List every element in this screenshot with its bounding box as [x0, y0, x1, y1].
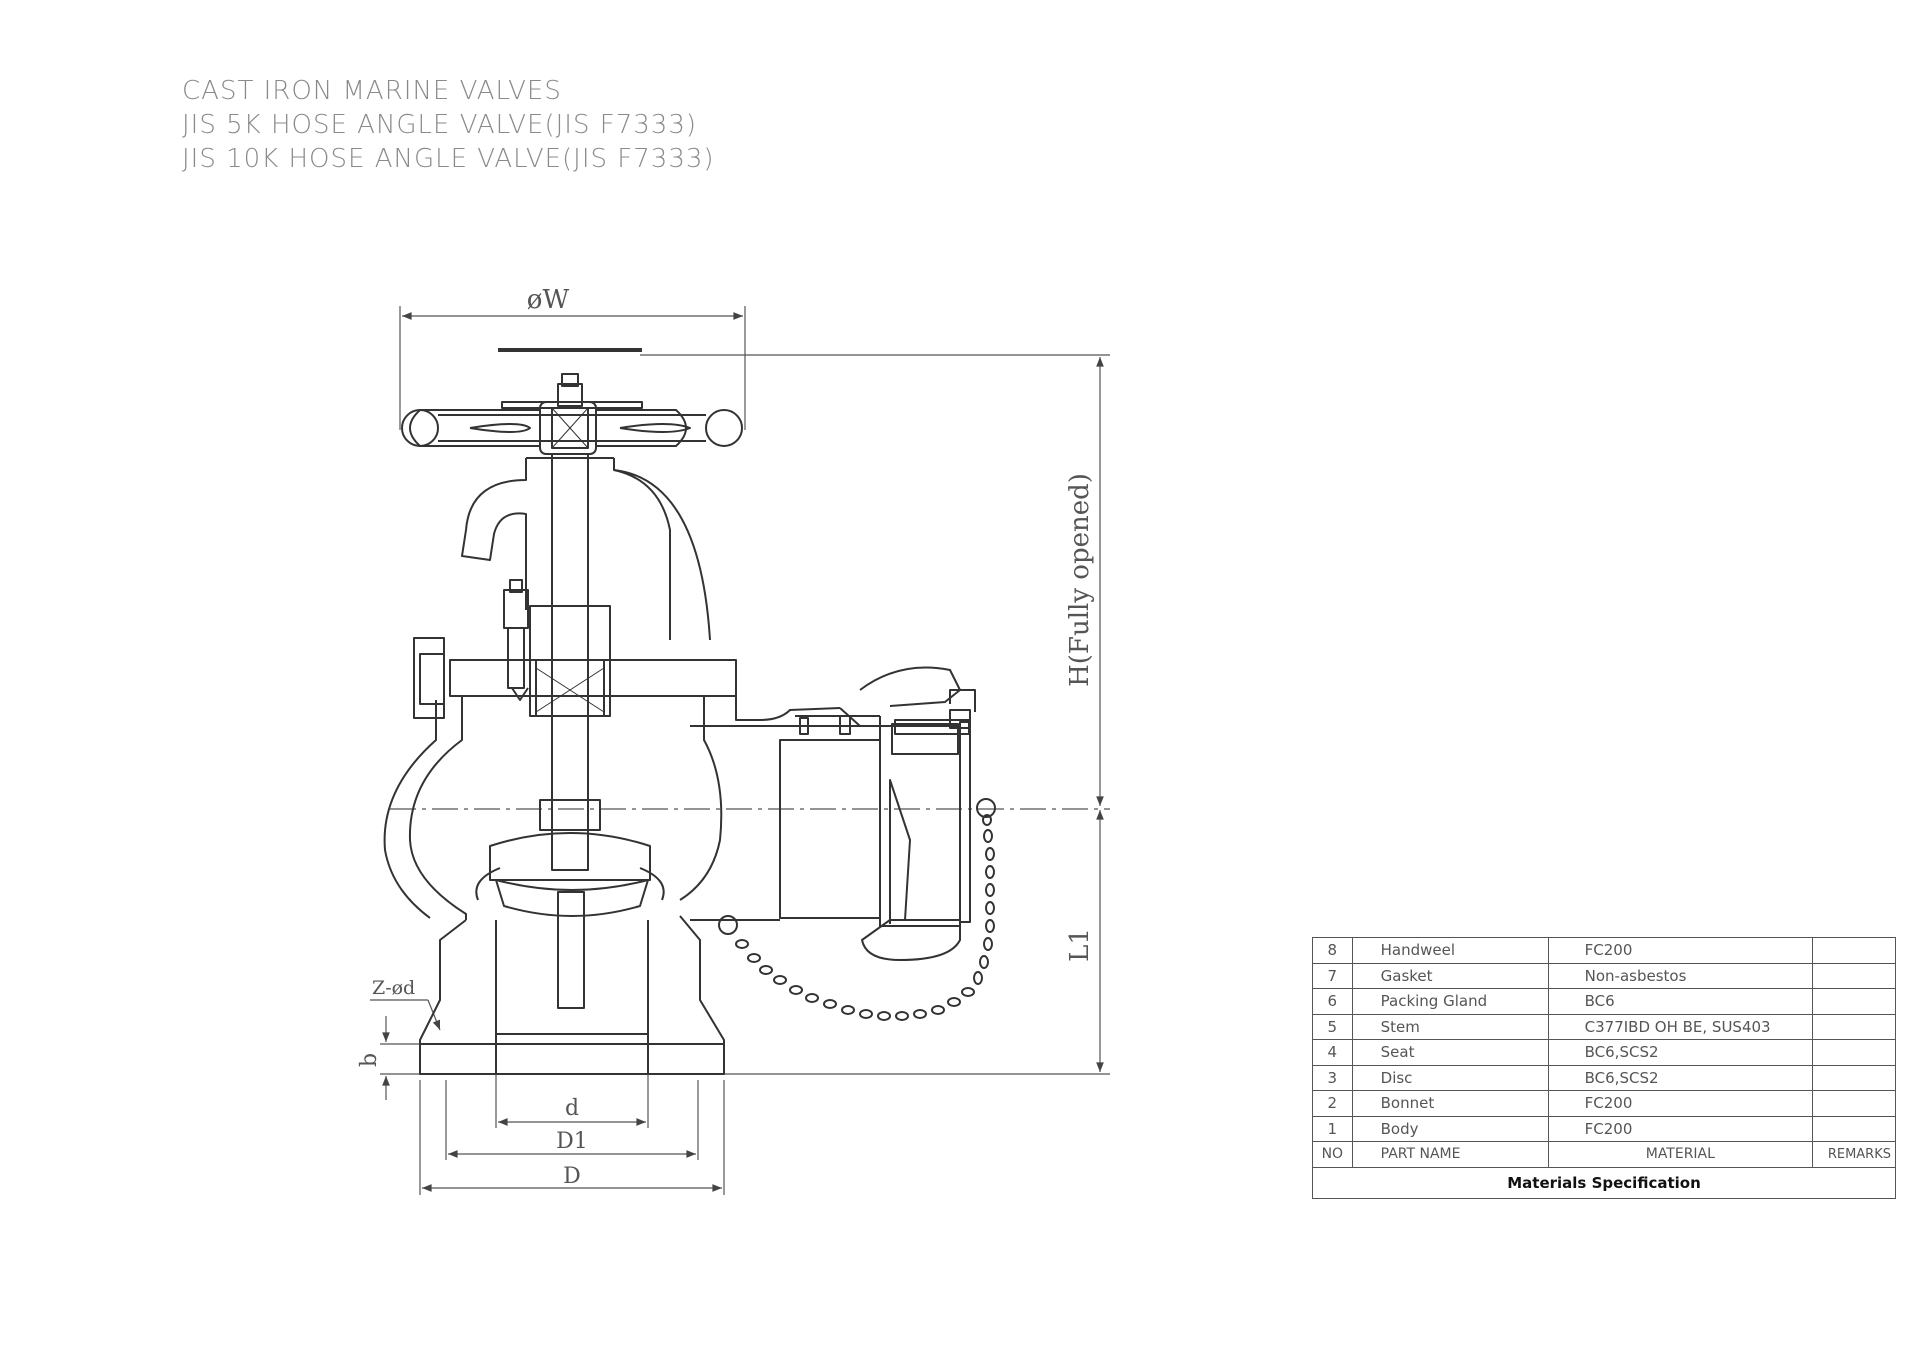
row-remarks: [1812, 937, 1896, 964]
row-part: Packing Gland: [1351, 988, 1549, 1015]
row-material: BC6: [1547, 988, 1814, 1015]
row-no: 2: [1312, 1090, 1353, 1117]
title-line-1: CAST IRON MARINE VALVES: [182, 76, 562, 106]
row-remarks: [1812, 962, 1896, 989]
dimension-labels: øW H(Fully opened) L1 Z-ød b d D1 D: [357, 285, 1095, 1189]
row-material: FC200: [1547, 937, 1814, 964]
header-part: PART NAME: [1351, 1141, 1549, 1168]
row-no: 1: [1312, 1115, 1353, 1142]
row-remarks: [1812, 1115, 1896, 1142]
row-part: Body: [1351, 1115, 1549, 1142]
row-material: FC200: [1547, 1115, 1814, 1142]
row-part: Gasket: [1351, 962, 1549, 989]
dim-l1-label: L1: [1065, 928, 1095, 962]
row-no: 6: [1312, 988, 1353, 1015]
title-line-2: JIS 5K HOSE ANGLE VALVE(JIS F7333): [182, 110, 697, 140]
row-material: Non-asbestos: [1547, 962, 1814, 989]
row-remarks: [1812, 988, 1896, 1015]
table-row: 8 Handweel FC200: [1312, 937, 1896, 964]
table-row: 5 Stem C377IBD OH BE, SUS403: [1312, 1013, 1896, 1040]
dim-b-label: b: [357, 1053, 382, 1067]
row-material: BC6,SCS2: [1547, 1039, 1814, 1066]
header-no: NO: [1312, 1141, 1353, 1168]
header-remarks: REMARKS: [1812, 1141, 1896, 1168]
row-material: BC6,SCS2: [1547, 1064, 1814, 1091]
row-no: 4: [1312, 1039, 1353, 1066]
table-header-row: NO PART NAME MATERIAL REMARKS: [1312, 1141, 1896, 1168]
row-no: 3: [1312, 1064, 1353, 1091]
row-material: FC200: [1547, 1090, 1814, 1117]
dim-h-label: H(Fully opened): [1065, 473, 1095, 687]
row-part: Handweel: [1351, 937, 1549, 964]
title-block: CAST IRON MARINE VALVES JIS 5K HOSE ANGL…: [182, 74, 715, 176]
row-part: Stem: [1351, 1013, 1549, 1040]
table-row: 2 Bonnet FC200: [1312, 1090, 1896, 1117]
row-no: 7: [1312, 962, 1353, 989]
row-part: Bonnet: [1351, 1090, 1549, 1117]
dim-w-label: øW: [527, 285, 570, 315]
table-caption-row: Materials Specification: [1312, 1166, 1896, 1199]
table-row: 3 Disc BC6,SCS2: [1312, 1064, 1896, 1091]
row-remarks: [1812, 1039, 1896, 1066]
dim-d1-label: D1: [556, 1129, 588, 1154]
header-material: MATERIAL: [1547, 1141, 1814, 1168]
row-part: Disc: [1351, 1064, 1549, 1091]
row-no: 5: [1312, 1013, 1353, 1040]
title-line-3: JIS 10K HOSE ANGLE VALVE(JIS F7333): [182, 144, 715, 174]
table-caption: Materials Specification: [1312, 1166, 1896, 1199]
chain: [735, 814, 995, 1021]
dim-z-label: Z-ød: [372, 977, 415, 999]
dim-d-big-label: D: [563, 1164, 581, 1189]
row-remarks: [1812, 1064, 1896, 1091]
table-row: 1 Body FC200: [1312, 1115, 1896, 1142]
dim-d-small-label: d: [565, 1096, 579, 1121]
table-row: 6 Packing Gland BC6: [1312, 988, 1896, 1015]
table-row: 7 Gasket Non-asbestos: [1312, 962, 1896, 989]
row-no: 8: [1312, 937, 1353, 964]
valve-body: [383, 348, 996, 1075]
row-remarks: [1812, 1090, 1896, 1117]
row-material: C377IBD OH BE, SUS403: [1547, 1013, 1814, 1040]
table-row: 4 Seat BC6,SCS2: [1312, 1039, 1896, 1066]
dimension-lines: [370, 306, 1110, 1195]
materials-spec-table: 8 Handweel FC200 7 Gasket Non-asbestos 6…: [1312, 937, 1896, 1199]
row-remarks: [1812, 1013, 1896, 1040]
row-part: Seat: [1351, 1039, 1549, 1066]
